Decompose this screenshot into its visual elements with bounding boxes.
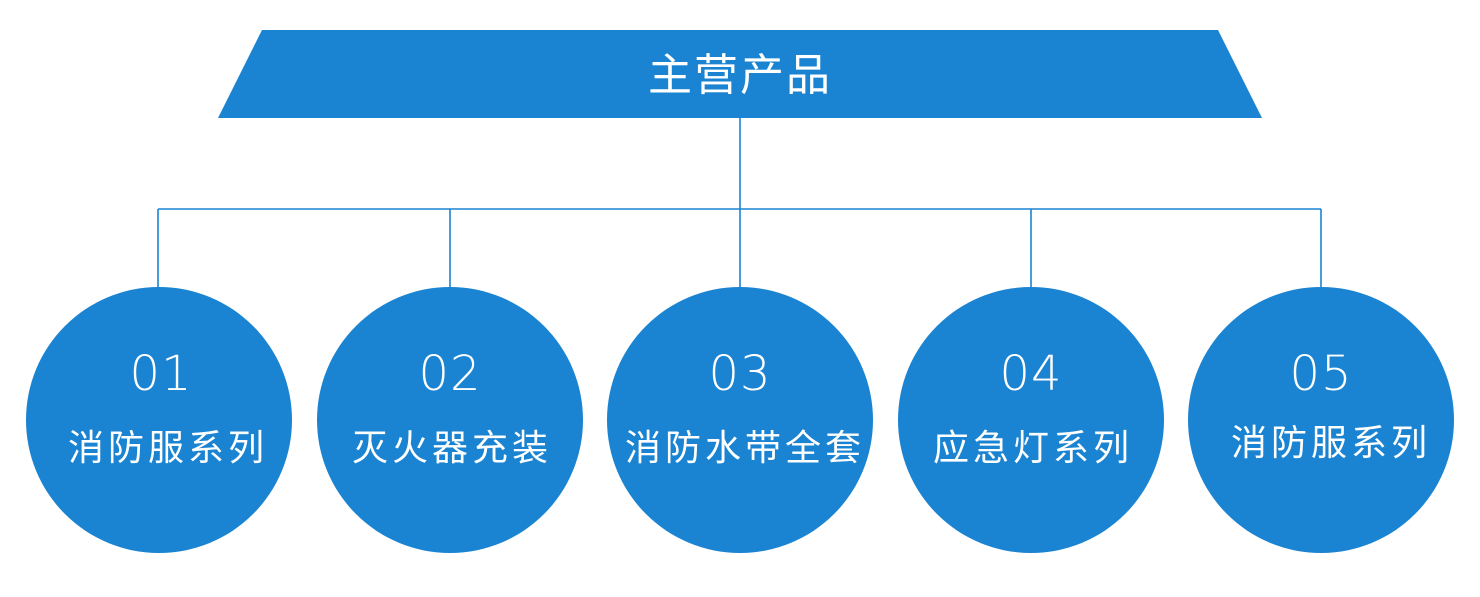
product-label: 灭火器充装	[352, 428, 552, 469]
product-label: 应急灯系列	[933, 428, 1133, 469]
product-number: 05	[1289, 346, 1352, 402]
product-node: 01 消防服系列	[26, 287, 292, 553]
product-number: 03	[708, 346, 771, 402]
header-title: 主营产品	[648, 50, 832, 101]
product-node: 03 消防水带全套	[607, 287, 873, 553]
product-label: 消防服系列	[68, 428, 268, 469]
header-banner: 主营产品	[218, 30, 1262, 118]
product-circle	[317, 287, 583, 553]
product-circle	[1188, 287, 1454, 553]
product-circle	[26, 287, 292, 553]
product-circle	[898, 287, 1164, 553]
product-node: 05 消防服系列	[1188, 287, 1454, 553]
product-label: 消防服系列	[1231, 423, 1431, 464]
product-label: 消防水带全套	[625, 428, 865, 469]
product-number: 01	[129, 346, 192, 402]
product-number: 02	[418, 346, 481, 402]
product-node: 04 应急灯系列	[898, 287, 1164, 553]
product-node: 02 灭火器充装	[317, 287, 583, 553]
product-circle	[607, 287, 873, 553]
connectors	[157, 118, 1322, 290]
product-number: 04	[999, 346, 1062, 402]
header-banner-shape	[218, 30, 1262, 118]
